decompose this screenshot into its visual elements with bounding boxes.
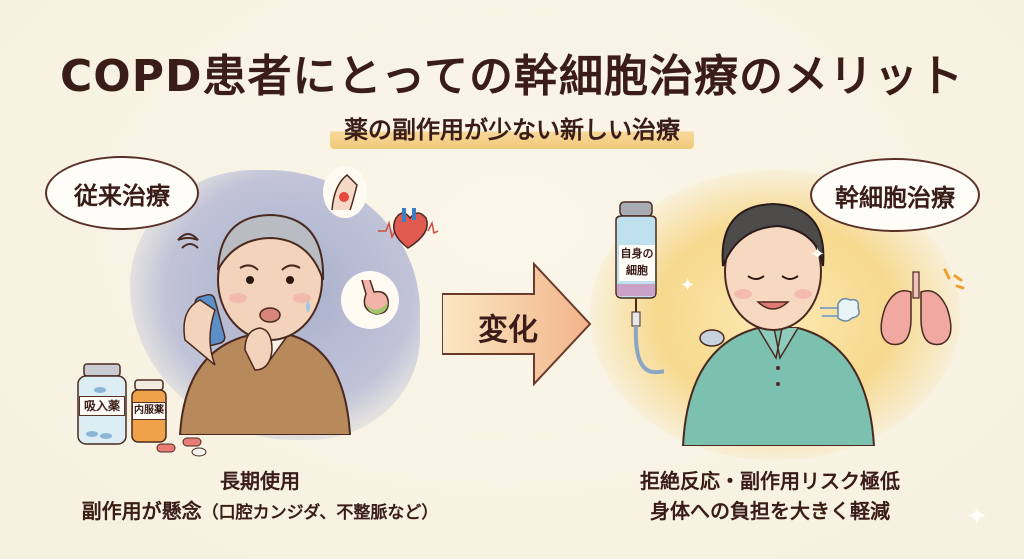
- speech-bubble-conventional: 従来治療: [45, 156, 199, 230]
- caption-conventional-line1: 長期使用: [220, 469, 300, 493]
- subtitle-container: 薬の副作用が少ない新しい治療: [0, 110, 1024, 149]
- vial-icon: [615, 201, 664, 375]
- sparkle-icon: ✦: [680, 275, 696, 296]
- caption-side-effect-examples: （口腔カンジダ、不整脈など）: [201, 503, 439, 523]
- change-arrow-icon: [442, 262, 592, 386]
- pills-icon: [156, 437, 207, 457]
- subtitle: 薬の副作用が少ない新しい治療: [330, 110, 694, 149]
- healthy-patient-illustration: [681, 202, 876, 446]
- caption-conventional-line2: 副作用が懸念（口腔カンジダ、不整脈など）: [40, 496, 480, 528]
- vial-label-line2: 細胞: [626, 264, 648, 277]
- vial-label: 自身の 細胞: [619, 245, 655, 281]
- bottle-label-inhaler: 吸入薬: [79, 396, 125, 416]
- elderly-patient-illustration: [177, 213, 352, 435]
- page-title: COPD患者にとっての幹細胞治療のメリット: [60, 51, 964, 102]
- sparkle-icon: ✦: [966, 502, 988, 532]
- heart-icon: [378, 208, 438, 249]
- bubble-label-conventional: 従来治療: [74, 181, 170, 210]
- caption-conventional: 長期使用 副作用が懸念（口腔カンジダ、不整脈など）: [40, 466, 480, 528]
- arrow-label: 変化: [478, 313, 538, 348]
- bottle-label-oral: 内服薬: [132, 402, 166, 420]
- caption-stem-cell-line2: 身体への負担を大きく軽減: [650, 499, 890, 523]
- stomach-icon: [341, 271, 399, 329]
- sparkle-icon: ✦: [810, 244, 826, 265]
- bubble-label-stem-cell: 幹細胞治療: [835, 183, 955, 212]
- vial-label-line1: 自身の: [620, 247, 654, 260]
- caption-side-effect-concern: 副作用が懸念: [81, 499, 202, 523]
- sore-throat-icon: [323, 166, 367, 218]
- breath-icon: [820, 297, 860, 322]
- caption-stem-cell-line1: 拒絶反応・副作用リスク極低: [640, 469, 900, 493]
- speech-bubble-stem-cell: 幹細胞治療: [810, 158, 980, 232]
- lungs-icon: [880, 268, 965, 346]
- caption-stem-cell: 拒絶反応・副作用リスク極低 身体への負担を大きく軽減: [560, 466, 980, 526]
